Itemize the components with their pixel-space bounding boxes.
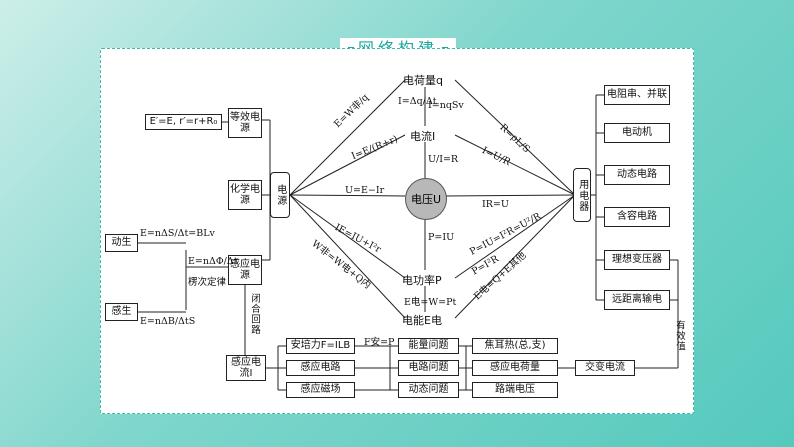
label-lenz: 楞次定律 <box>188 277 227 288</box>
equiv-source-text: 等效电源 <box>230 111 260 135</box>
label-eff-value: 有效值 <box>674 320 685 352</box>
label-fa-eq: F安=P <box>364 337 395 348</box>
node-energy-problem: 能量问题 <box>398 338 459 354</box>
node-source: 电源 <box>270 172 290 218</box>
node-induced: 感生 <box>105 303 138 321</box>
node-dyn-circuit: 动态电路 <box>604 165 670 185</box>
node-induct-field: 感应磁场 <box>286 382 355 398</box>
node-dynamic-problem: 动态问题 <box>398 382 459 398</box>
label-emf-induced: E=nΔB/ΔtS <box>140 316 196 327</box>
node-chem-source: 化学电源 <box>228 180 262 210</box>
node-induct-current: 感应电流I <box>226 355 266 381</box>
node-joule-heat: 焦耳热(总,支) <box>472 338 558 354</box>
node-cap-circuit: 含容电路 <box>604 207 670 227</box>
node-appliance: 用电器 <box>573 168 591 222</box>
node-induct-circuit: 感应电路 <box>286 360 355 376</box>
node-equiv-source: 等效电源 <box>228 108 262 138</box>
label-ir-u: IR=U <box>482 199 509 210</box>
induct-source-text: 感应电源 <box>230 258 260 282</box>
label-i-def: I=Δq/Δt <box>398 96 437 107</box>
node-ampere-force: 安培力F=ILB <box>286 338 355 354</box>
node-ac: 交变电流 <box>575 360 635 376</box>
equiv-formula-text: E′=E, r′=r+R₀ <box>149 116 218 128</box>
label-e-pt: E电=W=Pt <box>404 297 457 308</box>
node-terminal-voltage: 路端电压 <box>472 382 558 398</box>
node-charge: 电荷量q <box>403 74 443 87</box>
node-circuit-problem: 电路问题 <box>398 360 459 376</box>
node-equiv-formula: E′=E, r′=r+R₀ <box>145 114 222 130</box>
label-i-micro: I=nqSv <box>428 100 464 111</box>
node-transmission: 远距离输电 <box>604 290 670 310</box>
node-induct-charge: 感应电荷量 <box>472 360 558 376</box>
node-current: 电流I <box>410 130 436 143</box>
label-u-ei: U=E−Ir <box>345 185 385 196</box>
node-voltage-label: 电压U <box>410 193 442 206</box>
node-r-series: 电阻串、并联 <box>604 85 670 105</box>
label-emf-motional: E=nΔS/Δt=BLv <box>140 228 215 239</box>
diagram-card <box>100 48 694 414</box>
node-induct-source: 感应电源 <box>228 255 262 285</box>
node-voltage: 电压U <box>405 178 447 220</box>
node-transformer: 理想变压器 <box>604 250 670 270</box>
chem-source-text: 化学电源 <box>230 183 260 207</box>
node-power: 电功率P <box>402 274 442 287</box>
label-u-ir: U/I=R <box>428 154 459 165</box>
label-p-iu: P=IU <box>428 232 455 243</box>
label-faraday: E=nΔΦ/Δt <box>188 256 238 267</box>
label-closed-loop: 闭合回路 <box>249 293 260 335</box>
node-motional: 动生 <box>105 234 138 252</box>
node-motor: 电动机 <box>604 123 670 143</box>
induct-current-text: 感应电流I <box>231 356 261 380</box>
node-energy: 电能E电 <box>402 314 442 327</box>
